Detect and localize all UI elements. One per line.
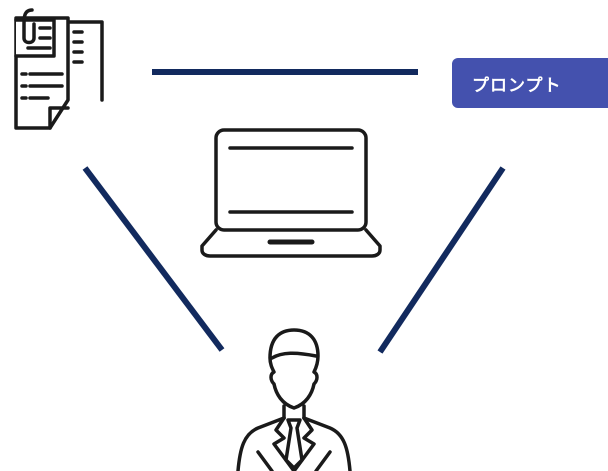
connector-document-person (82, 166, 225, 352)
prompt-badge-label: プロンプト (472, 75, 562, 96)
prompt-badge: プロンプト (452, 58, 608, 108)
document-icon (14, 8, 104, 130)
connector-prompt-person (377, 166, 506, 354)
person-icon (236, 328, 352, 471)
laptop-icon (200, 128, 382, 258)
